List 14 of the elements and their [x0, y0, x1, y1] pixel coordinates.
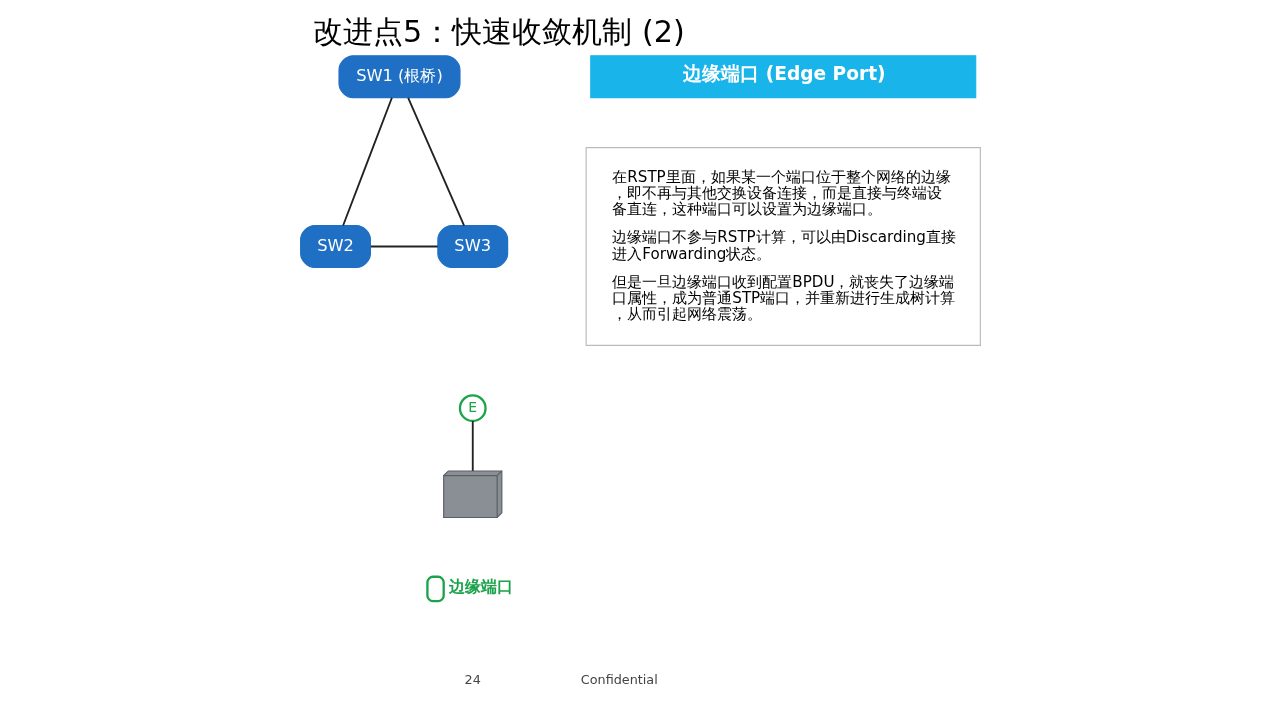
node-circle: E [458, 394, 487, 423]
diagram-title: 改进点5：快速收敛机制 (2) [312, 13, 685, 49]
connector [369, 245, 439, 248]
connector [406, 96, 465, 227]
legend-label: 边缘端口 [449, 577, 513, 597]
node-box: SW1 (根桥) [337, 55, 461, 99]
connector [471, 420, 474, 472]
label: Confidential [580, 671, 658, 687]
node-box: 边缘端口 (Edge Port) [589, 55, 976, 99]
node-box: 在RSTP里面，如果某一个端口位于整个网络的边缘，即不再与其他交换设备连接，而是直接与终端设备直连，这种端口可以设置为边缘端口。 边缘端口不参与RSTP计算，可以由Discarding直接进入Forwarding状态。 但是一旦边缘端口收到配置BPDU，就丧失了边缘端口属性，成为普通STP端口，并重新进行生成树计算，从而引起网络震荡。 [585, 147, 981, 346]
node-box: SW2 [299, 225, 371, 269]
label: 24 [464, 671, 481, 687]
connector [341, 96, 393, 227]
node-box: SW3 [436, 225, 508, 269]
